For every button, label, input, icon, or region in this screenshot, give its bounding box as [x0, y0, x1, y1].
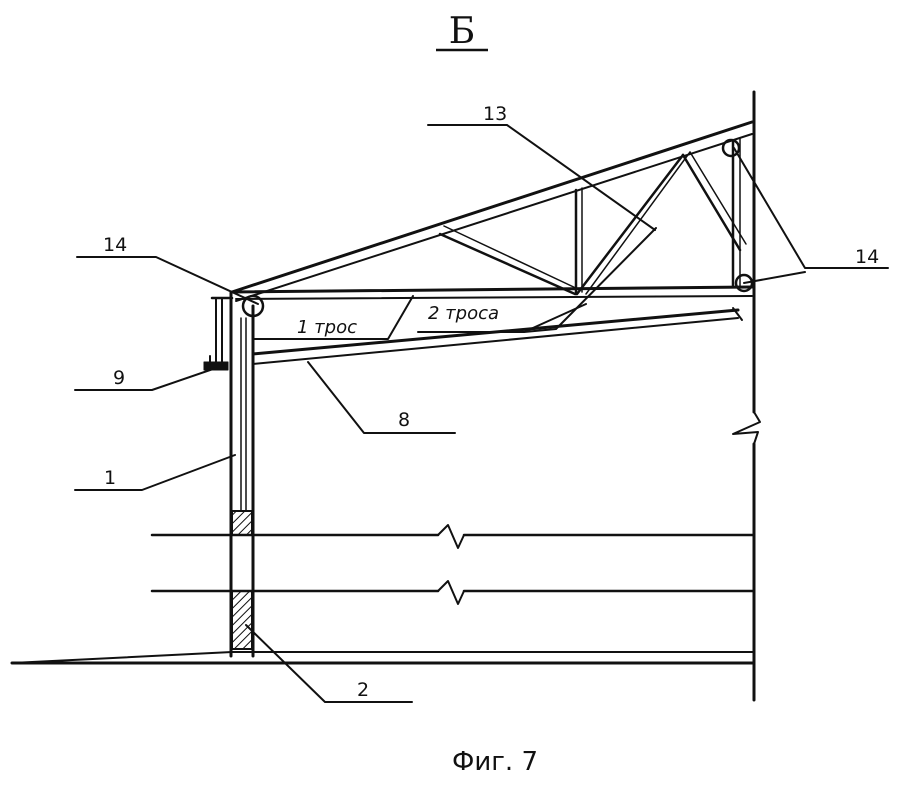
label-1: 1 [104, 467, 116, 489]
right-wall [732, 90, 761, 702]
hatched-block-lower [231, 590, 253, 650]
bracket [203, 296, 234, 371]
label-cable-2: 2 троса [428, 303, 499, 324]
pulley-right-top [721, 138, 741, 158]
leader-lines [74, 124, 889, 703]
label-8: 8 [398, 409, 410, 431]
pulley-right-bottom [734, 273, 754, 293]
ground-floor [10, 651, 756, 665]
floor-middle [150, 580, 756, 605]
label-9: 9 [113, 367, 125, 389]
figure-caption: Фиг. 7 [452, 747, 538, 777]
pulley-left [241, 294, 265, 318]
roof-truss [230, 120, 754, 302]
label-14-right: 14 [855, 246, 879, 268]
label-cable-1: 1 трос [297, 317, 357, 338]
label-14-left: 14 [103, 234, 127, 256]
label-2: 2 [357, 679, 369, 701]
view-label: Б [449, 11, 475, 52]
label-13: 13 [483, 103, 507, 125]
floor-upper [150, 524, 756, 549]
hatched-block-upper [231, 510, 253, 536]
